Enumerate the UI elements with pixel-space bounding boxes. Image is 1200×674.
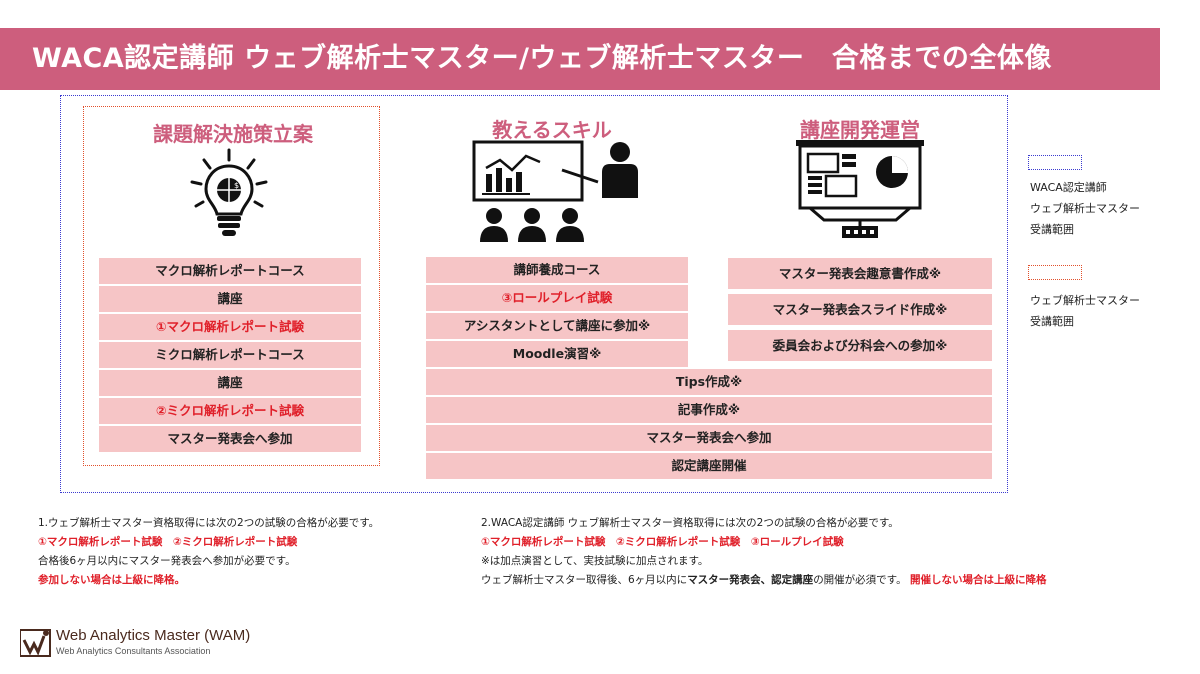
note-left-line3: 合格後6ヶ月以内にマスター発表会へ参加が必要です。 (38, 555, 296, 567)
logo-subtitle: Web Analytics Consultants Association (56, 646, 211, 656)
note-right-line4: ウェブ解析士マスター取得後、6ヶ月以内にマスター発表会、認定講座の開催が必須です… (481, 571, 1046, 590)
left-item-master-presentation: マスター発表会へ参加 (99, 426, 361, 452)
left-item-lecture: 講座 (99, 286, 361, 312)
wide-item-master-presentation: マスター発表会へ参加 (426, 425, 992, 451)
note-right-line4-post: の開催が必須です。 (813, 574, 907, 586)
legend-blue-line1: WACA認定講師 (1030, 181, 1107, 194)
notes-instructor: 2.WACA認定講師 ウェブ解析士マスター資格取得には次の2つの試験の合格が必要… (481, 514, 1046, 590)
note-left-line2: ①マクロ解析レポート試験 ②ミクロ解析レポート試験 (38, 536, 298, 548)
left-item-micro-course: ミクロ解析レポートコース (99, 342, 361, 368)
left-item-micro-exam: ②ミクロ解析レポート試験 (99, 398, 361, 424)
logo-name: Web Analytics Master (WAM) (56, 627, 251, 644)
master-scope-frame (83, 106, 380, 466)
note-right-line1: 2.WACA認定講師 ウェブ解析士マスター資格取得には次の2つの試験の合格が必要… (481, 517, 899, 529)
note-right-line4-red: 開催しない場合は上級に降格 (909, 574, 1047, 586)
note-left-line1: 1.ウェブ解析士マスター資格取得には次の2つの試験の合格が必要です。 (38, 517, 380, 529)
legend-swatch-blue (1028, 155, 1082, 170)
middle-item-moodle: Moodle演習※ (426, 341, 688, 367)
wam-logo-icon (20, 629, 51, 657)
note-right-line4-pre: ウェブ解析士マスター取得後、6ヶ月以内に (481, 574, 688, 586)
right-item-prospectus: マスター発表会趣意書作成※ (728, 258, 992, 289)
legend-blue-label: WACA認定講師 ウェブ解析士マスター 受講範囲 (1030, 177, 1140, 240)
right-item-slides: マスター発表会スライド作成※ (728, 294, 992, 325)
legend-red-label: ウェブ解析士マスター 受講範囲 (1030, 290, 1140, 332)
middle-item-roleplay-exam: ③ロールプレイ試験 (426, 285, 688, 311)
note-left-line4: 参加しない場合は上級に降格。 (38, 574, 185, 586)
notes-master: 1.ウェブ解析士マスター資格取得には次の2つの試験の合格が必要です。 ①マクロ解… (38, 514, 379, 590)
legend-blue-line2: ウェブ解析士マスター (1030, 202, 1140, 215)
legend-red-line1: ウェブ解析士マスター (1030, 294, 1140, 307)
note-right-line2: ①マクロ解析レポート試験 ②ミクロ解析レポート試験 ③ロールプレイ試験 (481, 536, 844, 548)
note-right-line3: ※は加点演習として、実技試験に加点されます。 (481, 555, 709, 567)
svg-text:$: $ (234, 181, 239, 190)
column-title-course-development: 講座開発運営 (800, 118, 920, 142)
wide-item-certified-course: 認定講座開催 (426, 453, 992, 479)
legend-red-line2: 受講範囲 (1030, 315, 1074, 328)
lightbulb-icon: $ (190, 148, 268, 236)
wide-item-tips: Tips作成※ (426, 369, 992, 395)
page-title: WACA認定講師 ウェブ解析士マスター/ウェブ解析士マスター 合格までの全体像 (32, 43, 1052, 74)
note-right-line4-bold: マスター発表会、認定講座 (687, 574, 814, 586)
legend-blue-line3: 受講範囲 (1030, 223, 1074, 236)
left-item-macro-exam: ①マクロ解析レポート試験 (99, 314, 361, 340)
title-banner: WACA認定講師 ウェブ解析士マスター/ウェブ解析士マスター 合格までの全体像 (0, 28, 1160, 90)
column-title-teaching-skill: 教えるスキル (492, 118, 612, 142)
left-item-lecture: 講座 (99, 370, 361, 396)
projector-screen-icon (796, 140, 924, 238)
middle-item-instructor-course: 講師養成コース (426, 257, 688, 283)
legend-swatch-red (1028, 265, 1082, 280)
right-item-committee: 委員会および分科会への参加※ (728, 330, 992, 361)
middle-item-assistant: アシスタントとして講座に参加※ (426, 313, 688, 339)
wide-item-articles: 記事作成※ (426, 397, 992, 423)
waca-master-scope-frame (60, 95, 1008, 493)
column-title-problem-solving: 課題解決施策立案 (153, 122, 313, 146)
presenter-icon (472, 140, 638, 242)
left-item-macro-course: マクロ解析レポートコース (99, 258, 361, 284)
